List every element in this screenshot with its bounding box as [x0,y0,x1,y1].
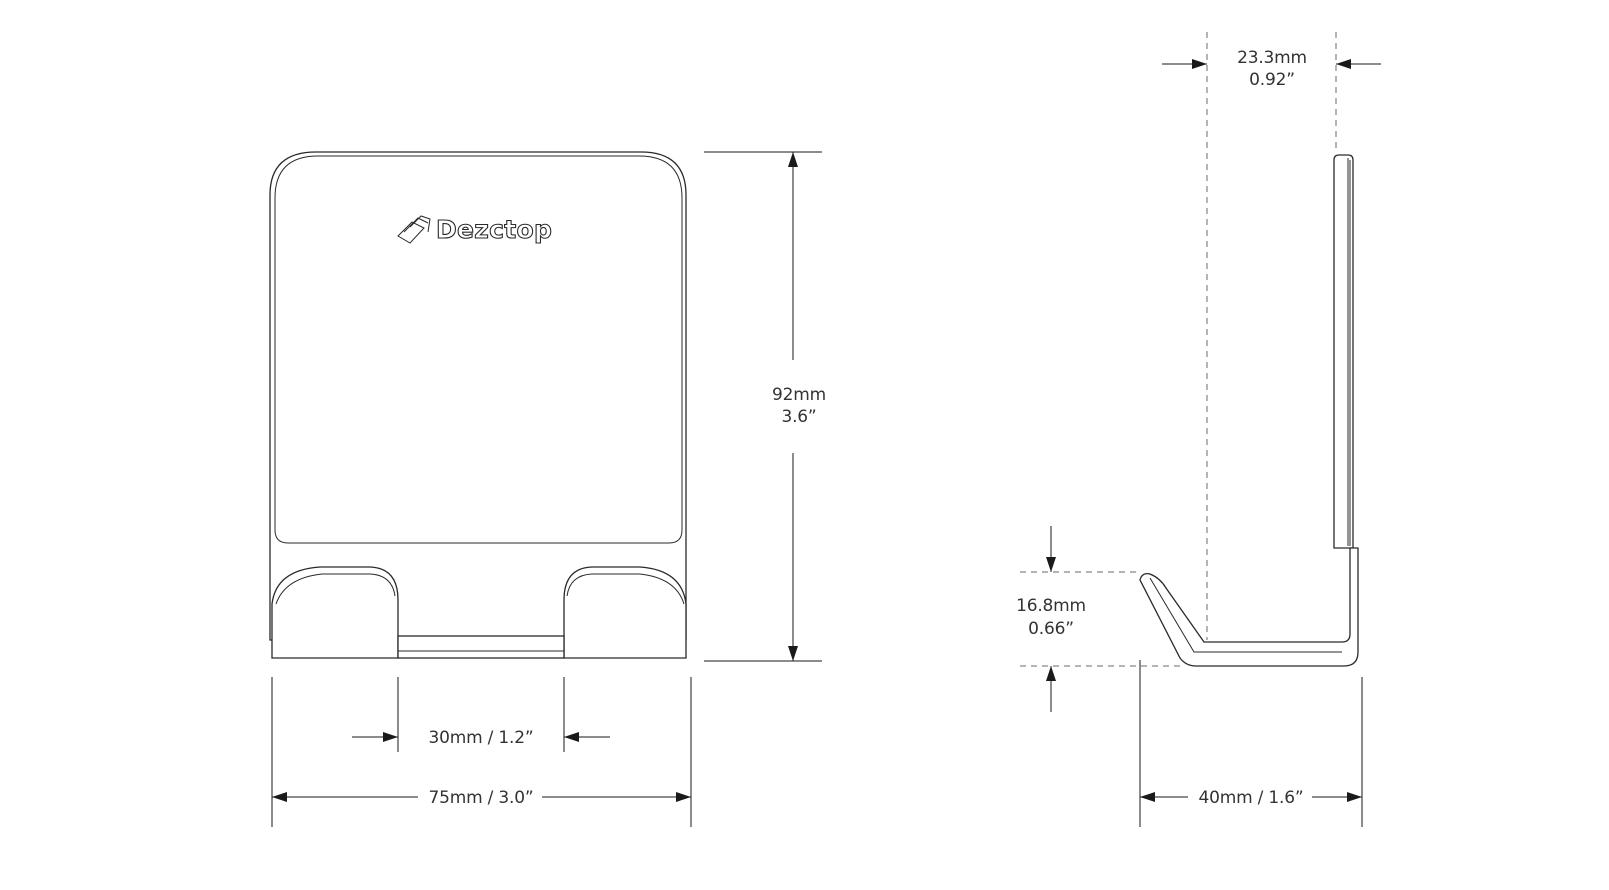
arrow-right-icon [1347,792,1362,802]
dezctop-logo-text: Dezctop [436,215,552,244]
lip-label-in: 0.66” [1028,619,1074,639]
dezctop-logo: Dezctop [397,214,552,245]
side-bracket-inner-edge [1149,577,1342,653]
arrow-up-icon [788,152,798,167]
front-base-bar [397,635,565,659]
arrow-left-icon [272,792,287,802]
front-right-hook [563,566,687,659]
base-length-label: 40mm / 1.6” [1199,788,1304,808]
front-face-panel [274,155,683,544]
front-left-hook-edge [275,573,396,605]
arrow-left-icon [1140,792,1155,802]
front-right-hook-edge [566,573,685,605]
arrow-right-icon [383,732,398,742]
side-bracket [1139,547,1359,667]
height-label-mm: 92mm [772,385,826,405]
arrow-up-icon [1046,666,1056,681]
side-dimensions: 23.3mm 0.92” 16.8mm 0.66” 40mm / 1.6” [1016,32,1381,827]
front-dimensions: 92mm 3.6” 30mm / 1.2” 75mm / 3.0” [271,151,826,827]
arrow-down-icon [1046,557,1056,572]
depth-label-in: 0.92” [1249,70,1295,90]
arrow-right-icon [676,792,691,802]
arrow-right-icon [1192,59,1207,69]
height-label-in: 3.6” [781,407,816,427]
side-view [1139,154,1359,667]
gap-width-label: 30mm / 1.2” [429,728,534,748]
arrow-left-icon [1336,59,1351,69]
dezctop-logo-icon [397,215,431,244]
lip-label-mm: 16.8mm [1016,596,1086,616]
arrow-down-icon [788,646,798,661]
front-view: Dezctop [269,151,687,659]
front-left-hook [271,566,399,659]
front-back-plate [269,151,687,641]
arrow-left-icon [564,732,579,742]
total-width-label: 75mm / 3.0” [429,788,534,808]
depth-label-mm: 23.3mm [1237,48,1307,68]
